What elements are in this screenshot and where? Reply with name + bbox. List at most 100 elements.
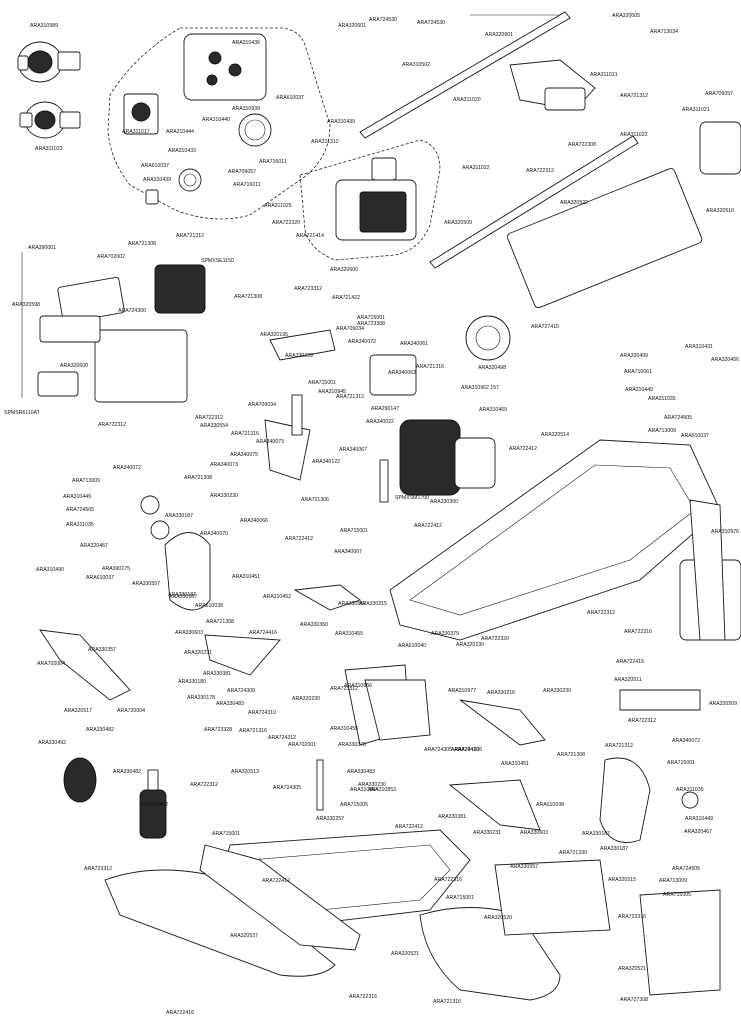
part-number-label: ARA310439 — [327, 119, 355, 125]
part-number-label: ARA724505 — [664, 415, 692, 421]
part-number-label: ARA310451 — [232, 574, 260, 580]
part-number-label: ARA722316 — [624, 629, 652, 635]
part-number-label: ARA311035 — [66, 522, 94, 528]
part-number-label: ARA722312 — [628, 718, 656, 724]
part-number-label: ARA330187 — [168, 592, 196, 598]
part-number-label: ARA340070 — [200, 531, 228, 537]
engine-group-outline — [299, 139, 441, 261]
part-number-label: ARA340063 — [388, 370, 416, 376]
part-number-label: ARA330215 — [359, 601, 387, 607]
part-number-label: ARA390175 — [102, 566, 130, 572]
part-number-label: ARA724310 — [248, 710, 276, 716]
part-number-label: ARA715005 — [340, 802, 368, 808]
rear-hub-right — [599, 757, 699, 843]
part-number-label: ARA330557 — [132, 581, 160, 587]
part-number-label: ARA727308 — [620, 997, 648, 1003]
part-number-label: ARA721312 — [336, 394, 364, 400]
part-number-label: ARA320601 — [338, 23, 366, 29]
part-number-label: ARA310452 — [263, 594, 291, 600]
part-number-label: ARA721422 — [332, 295, 360, 301]
part-number-label: ARA320231 — [184, 650, 212, 656]
part-number-label: ARA709057 — [705, 91, 733, 97]
part-number-label: ARA340067 — [339, 447, 367, 453]
part-number-label: ARA340022 — [366, 419, 394, 425]
part-number-label: ARA722316 — [349, 994, 377, 1000]
part-number-label: ARA330187 — [169, 594, 197, 600]
part-number-label: ARA720004 — [117, 708, 145, 714]
part-number-label: ARA320230 — [456, 642, 484, 648]
part-number-label: ARA722312 — [98, 422, 126, 428]
part-number-label: ARA311035 — [676, 787, 704, 793]
part-number-label: ARA340072 — [113, 465, 141, 471]
motor — [369, 354, 496, 496]
part-number-label: ARA310455 — [335, 631, 363, 637]
part-number-label: ARA709034 — [248, 402, 276, 408]
part-number-label: ARA330482 — [86, 727, 114, 733]
part-number-label: ARA310440 — [202, 117, 230, 123]
part-number-label: ARA330230 — [543, 688, 571, 694]
part-number-label: ARA320467 — [80, 543, 108, 549]
engine-block — [335, 157, 417, 241]
part-number-label: ARA722412 — [262, 878, 290, 884]
part-number-label: ARA709034 — [336, 326, 364, 332]
part-number-label: ARA715001 — [308, 380, 336, 386]
part-number-label: ARA723312 — [84, 866, 112, 872]
part-number-label: ARA320467 — [684, 829, 712, 835]
part-number-label: ARA310977 — [448, 688, 476, 694]
part-number-label: ARA722412 — [395, 824, 423, 830]
part-number-label: ARA721316 — [433, 999, 461, 1005]
part-number-label: ARA713009 — [72, 478, 100, 484]
part-number-label: ARA722412 — [285, 536, 313, 542]
part-number-label: ARA320513 — [231, 769, 259, 775]
part-number-label: ARA724505 — [672, 866, 700, 872]
part-number-label: ARA320601 — [485, 32, 513, 38]
part-number-label: ARA722416 — [166, 1010, 194, 1016]
part-number-label: ARA610040 — [398, 643, 426, 649]
part-number-label: ARA310439 — [143, 177, 171, 183]
part-number-label: ARA330230 — [210, 493, 238, 499]
part-number-label: ARA723312 — [294, 286, 322, 292]
part-number-label: ARA320456 — [711, 357, 739, 363]
part-number-label: ARA722312 — [195, 415, 223, 421]
part-number-label: ARA610037 — [141, 163, 169, 169]
part-number-label: ARA721306 — [301, 497, 329, 503]
part-number-label: ARA713009 — [659, 878, 687, 884]
part-number-label: ARA310449 — [625, 387, 653, 393]
part-number-label: ARA311020 — [453, 97, 481, 103]
part-number-label: ARA310502 — [402, 62, 430, 68]
part-number-label: ARA721308 — [184, 475, 212, 481]
part-number-label: ARA721330 — [559, 850, 587, 856]
part-number-label: ARA721316 — [416, 364, 444, 370]
part-number-label: ARA330187 — [165, 513, 193, 519]
diff-gear-set-inset — [123, 33, 267, 135]
part-number-label: ARA724305 — [273, 785, 301, 791]
part-number-label: ARA330378 — [338, 742, 366, 748]
part-number-label: ARA715001 — [667, 760, 695, 766]
part-number-label: ARA721312 — [605, 743, 633, 749]
part-number-label: ARA715001 — [446, 895, 474, 901]
part-number-label: ARA722412 — [509, 446, 537, 452]
part-number-label: ARA722320 — [481, 636, 509, 642]
part-number-label: ARA724308 — [227, 688, 255, 694]
part-number-label: ARA311023 — [35, 146, 63, 152]
part-number-label: SPMXSE1150 — [201, 258, 234, 264]
part-number-label: ARA330178 — [187, 695, 215, 701]
part-number-label: ARA320515 — [608, 877, 636, 883]
part-number-label: ARA721308 — [128, 241, 156, 247]
part-number-label: ARA340075 — [230, 452, 258, 458]
front-diff-assembly — [17, 41, 81, 83]
part-number-label: ARA310433 — [168, 148, 196, 154]
part-number-label: ARA310431 — [685, 344, 713, 350]
suspension-arms — [39, 584, 701, 831]
part-number-label: ARA340072 — [672, 738, 700, 744]
part-number-label: ARA722312 — [526, 168, 554, 174]
part-number-label: ARA330257 — [316, 816, 344, 822]
part-number-label: ARA311035 — [648, 396, 676, 402]
part-number-label: ARA702004 — [37, 661, 65, 667]
part-number-label: ARA710061 — [624, 369, 652, 375]
side-guard-right — [506, 121, 741, 309]
part-number-label: ARA340066 — [240, 518, 268, 524]
part-number-label: ARA310451 — [501, 761, 529, 767]
part-number-label: ARA340122 — [312, 459, 340, 465]
part-number-label: ARA723308 — [357, 321, 385, 327]
